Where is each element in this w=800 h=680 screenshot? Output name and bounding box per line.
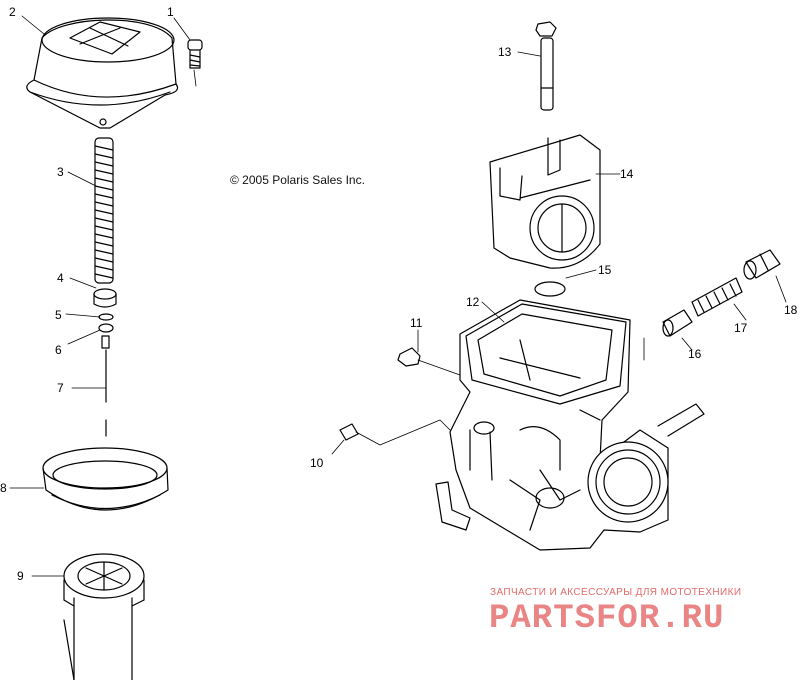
part-screw-1 [187, 39, 203, 69]
callout-3: 3 [57, 165, 64, 179]
callout-10: 10 [310, 456, 324, 470]
part-spring [94, 137, 114, 284]
part-oring-15 [534, 281, 566, 297]
part-pin-13 [535, 21, 557, 111]
part-bracket [489, 134, 601, 269]
callout-15: 15 [598, 263, 612, 277]
part-jet-10 [339, 419, 451, 446]
copyright-notice: © 2005 Polaris Sales Inc. [230, 173, 365, 187]
part-diaphragm [42, 447, 169, 511]
callout-14: 14 [620, 167, 634, 181]
callout-9: 9 [17, 569, 24, 583]
callout-16: 16 [688, 347, 702, 361]
callout-7: 7 [57, 381, 64, 395]
callout-6: 6 [55, 343, 62, 357]
callout-numbers: 1 2 3 4 5 6 7 8 9 10 11 12 13 14 15 16 1… [0, 5, 798, 583]
callout-8: 8 [0, 481, 7, 495]
callout-12: 12 [466, 295, 480, 309]
callout-17: 17 [734, 321, 748, 335]
part-top-cover [26, 17, 179, 129]
callout-1: 1 [167, 5, 174, 19]
part-screw-11 [397, 347, 461, 376]
callout-5: 5 [55, 308, 62, 322]
leader-lines [9, 15, 787, 577]
callout-13: 13 [498, 45, 512, 59]
part-idle-screw-assembly [662, 249, 781, 337]
part-throttle-slide [63, 553, 145, 680]
part-needle-retainer [93, 288, 117, 349]
part-carburetor-body [435, 299, 705, 551]
callout-4: 4 [57, 271, 64, 285]
callout-18: 18 [784, 303, 798, 317]
watermark-brand: PARTSFOR.RU [489, 600, 725, 638]
callout-11: 11 [410, 316, 423, 330]
callout-2: 2 [9, 5, 16, 19]
watermark-tagline: ЗАПЧАСТИ И АКСЕССУАРЫ ДЛЯ МОТОТЕХНИКИ [490, 587, 742, 598]
